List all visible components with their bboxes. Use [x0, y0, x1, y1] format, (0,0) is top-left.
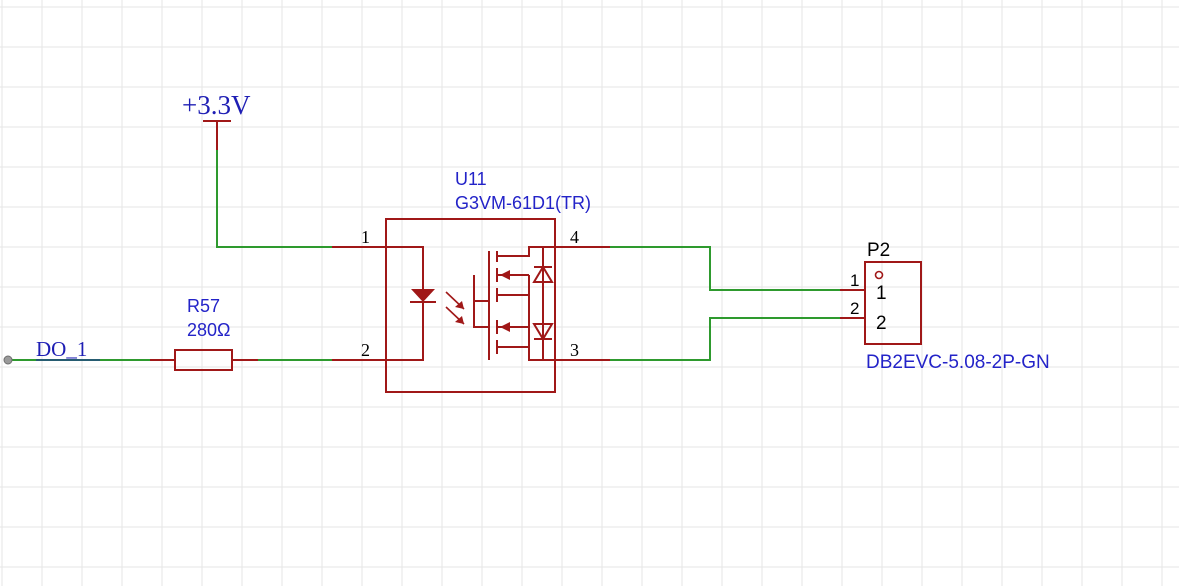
connector-designator: P2: [867, 240, 890, 261]
resistor-r57[interactable]: R57 280Ω: [150, 296, 258, 371]
power-flag[interactable]: +3.3V: [182, 90, 251, 150]
diode-icon: [532, 247, 554, 360]
net-port-icon: [3, 355, 13, 365]
power-label: +3.3V: [182, 90, 251, 120]
wire-power-to-pin1[interactable]: [216, 150, 332, 248]
connector-pin1-inner: 1: [876, 283, 887, 304]
resistor-designator: R57: [187, 296, 220, 316]
wire-pin3-to-connector[interactable]: [610, 317, 840, 361]
relay-pin2-number: 2: [361, 340, 370, 360]
relay-pin1-number: 1: [361, 227, 370, 247]
connector-pin2-outer: 2: [850, 299, 859, 318]
connector-body: [864, 261, 922, 345]
connector-part-number: DB2EVC-5.08-2P-GN: [866, 352, 1050, 373]
power-flag-icon: [203, 120, 231, 150]
connector-pin2-inner: 2: [876, 313, 887, 334]
net-port-do1[interactable]: DO_1: [3, 337, 100, 365]
relay-pin3-number: 3: [570, 340, 579, 360]
relay-part-number: G3VM-61D1(TR): [455, 193, 591, 213]
relay-body: [385, 218, 556, 393]
connector-p2[interactable]: P2 1 2 1 2 DB2EVC-5.08-2P-GN: [840, 240, 1050, 373]
relay-pin4-number: 4: [570, 227, 579, 247]
relay-designator: U11: [455, 169, 487, 189]
relay-u11[interactable]: U11 G3VM-61D1(TR) 1 2 4 3: [332, 169, 610, 393]
connector-pin1-marker: [874, 270, 884, 280]
net-label: DO_1: [36, 337, 87, 361]
connector-pin1-outer: 1: [850, 271, 859, 290]
wire-pin4-to-connector[interactable]: [610, 246, 840, 291]
led-icon: [386, 246, 465, 361]
resistor-value: 280Ω: [187, 320, 231, 340]
